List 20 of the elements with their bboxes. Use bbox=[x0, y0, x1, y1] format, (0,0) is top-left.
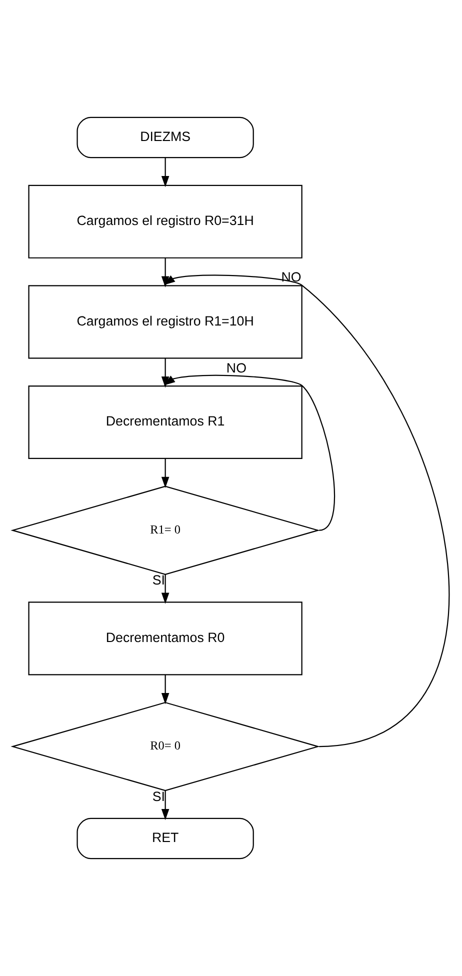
node-diamond: R1= 0 bbox=[10, 486, 320, 575]
arrow bbox=[161, 674, 170, 704]
arrow bbox=[161, 458, 170, 488]
node-box: Cargamos el registro R1=10H bbox=[28, 285, 302, 359]
node-box: DIEZMS bbox=[76, 116, 254, 158]
edge-label: SI bbox=[152, 788, 165, 804]
arrow bbox=[161, 574, 170, 604]
arrow bbox=[164, 374, 336, 531]
node-box: Decrementamos R1 bbox=[28, 385, 302, 460]
arrow bbox=[161, 358, 170, 388]
node-box: Decrementamos R0 bbox=[28, 602, 302, 676]
edge-label: SI bbox=[152, 572, 165, 588]
node-diamond: R0= 0 bbox=[10, 702, 320, 792]
node-box: Cargamos el registro R0=31H bbox=[28, 184, 302, 258]
edge-label: NO bbox=[281, 269, 302, 284]
arrow bbox=[164, 274, 450, 748]
edge-label: NO bbox=[226, 360, 246, 376]
node-box: RET bbox=[76, 818, 254, 860]
arrow bbox=[161, 790, 170, 820]
arrow bbox=[161, 158, 170, 188]
